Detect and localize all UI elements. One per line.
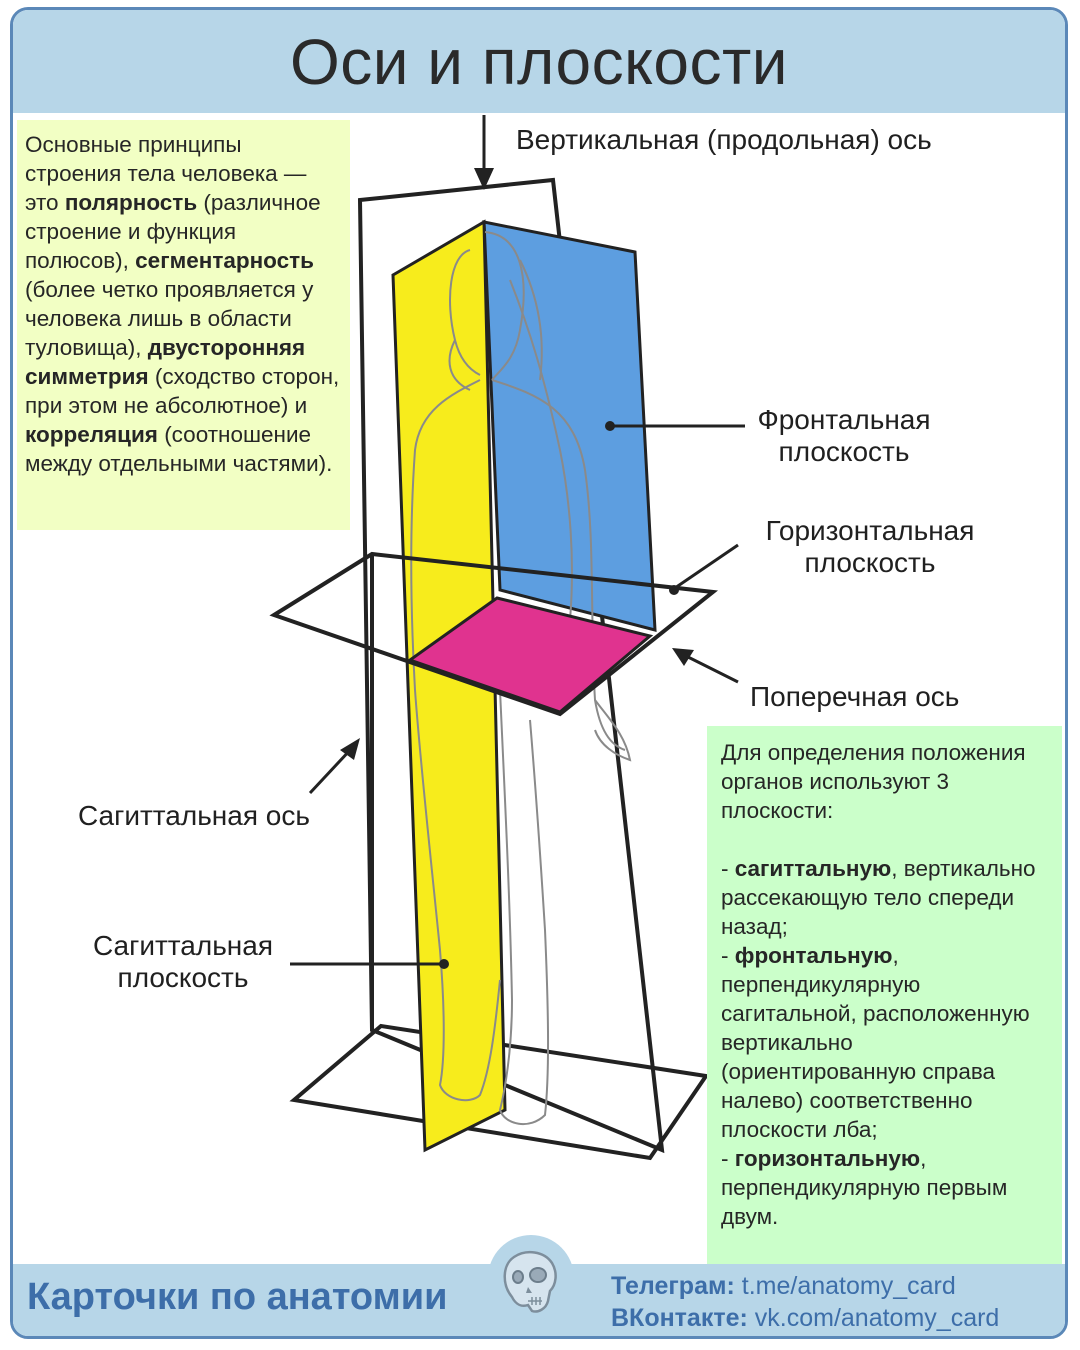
back-plane-outline (357, 177, 665, 1154)
term-polarity: полярность (64, 190, 198, 215)
term-symmetry: двусторонняя симметрия (25, 335, 306, 389)
label-transverse-axis: Поперечная ось (750, 681, 960, 712)
planes-item-horizontal: - горизонтальную, перпендикулярную первы… (721, 1144, 1052, 1231)
transverse-axis-line (685, 654, 739, 684)
brand-name: Карточки по анатомии (27, 1276, 448, 1318)
skull-icon (503, 1250, 557, 1313)
header-bar: Оси и плоскости (13, 10, 1065, 113)
item2-text: , перпендикулярную сагитальной, располож… (721, 943, 1030, 1142)
vertical-axis-arrowhead (474, 168, 494, 190)
intro-box: Основные принципы строения тела человека… (17, 120, 350, 530)
planes-info-intro: Для определения положения органов исполь… (721, 740, 1026, 823)
term-correlation: корреляция (25, 422, 158, 447)
frontal-leader-dot (605, 421, 615, 431)
vk-line: ВКонтакте: vk.com/anatomy_card (611, 1302, 999, 1334)
spacer (721, 825, 1052, 854)
planes-item-sagittal: - сагиттальную, вертикально рассекающую … (721, 854, 1052, 941)
intro-text-5: (соотношение между отдельными частями). (25, 422, 333, 476)
label-sagittal-line2: плоскость (117, 962, 249, 993)
sagittal-axis-line (308, 746, 354, 795)
floor-plane-outline (289, 1023, 710, 1161)
vk-label: ВКонтакте: (611, 1304, 748, 1332)
telegram-link[interactable]: t.me/anatomy_card (741, 1272, 956, 1300)
term-sagittal: сагиттальную (734, 856, 892, 881)
horizontal-leader-dot (669, 585, 679, 595)
label-frontal-line2: плоскость (778, 436, 910, 467)
label-horizontal-line1: Горизонтальная (765, 515, 975, 546)
telegram-line: Телеграм: t.me/anatomy_card (611, 1270, 999, 1302)
label-frontal-line1: Фронтальная (757, 404, 931, 435)
term-horizontal: горизонтальную (734, 1146, 921, 1171)
sagittal-leader-dot (439, 959, 449, 969)
label-horizontal-line2: плоскость (804, 547, 936, 578)
label-sagittal-plane: Сагиттальная плоскость (80, 930, 286, 994)
intro-text-4: (сходство сторон, при этом не абсолютное… (25, 364, 340, 418)
intro-text-2: (различное строение и функция полюсов), (25, 190, 321, 273)
skull-badge (488, 1235, 574, 1321)
item1-text: , вертикально рассекающую тело спереди н… (721, 856, 1036, 939)
label-sagittal-line1: Сагиттальная (93, 930, 273, 961)
intro-text-3: (более четко проявляется у человека лишь… (25, 277, 314, 360)
label-vertical-axis: Вертикальная (продольная) ось (516, 124, 932, 155)
telegram-label: Телеграм: (611, 1272, 735, 1300)
term-segmentation: сегментарность (135, 248, 314, 273)
horizontal-leader-line (671, 543, 739, 592)
intro-text-1: Основные принципы строения тела человека… (25, 132, 307, 215)
planes-info-box: Для определения положения органов исполь… (707, 726, 1062, 1264)
vk-link[interactable]: vk.com/anatomy_card (754, 1304, 1000, 1332)
social-links: Телеграм: t.me/anatomy_card ВКонтакте: v… (611, 1270, 999, 1334)
label-sagittal-axis: Сагиттальная ось (78, 800, 310, 831)
planes-item-frontal: - фронтальную, перпендикулярную сагиталь… (721, 941, 1052, 1144)
human-figure (410, 231, 632, 1125)
transverse-axis-arrowhead (672, 648, 694, 666)
label-horizontal-plane: Горизонтальная плоскость (748, 515, 992, 579)
dash: - (721, 943, 735, 968)
page-title: Оси и плоскости (289, 25, 789, 98)
term-frontal: фронтальную (734, 943, 893, 968)
horizontal-plane-outline (269, 551, 719, 717)
item3-text: , перпендикулярную первым двум. (721, 1146, 1008, 1229)
sagittal-plane-fill (391, 219, 507, 1153)
dash: - (721, 856, 735, 881)
sagittal-axis-arrowhead (340, 738, 360, 760)
anatomy-card: Оси и плоскости Карточки по анатомии Тел… (10, 7, 1068, 1339)
label-frontal-plane: Фронтальная плоскость (742, 404, 946, 468)
dash: - (721, 1146, 735, 1171)
